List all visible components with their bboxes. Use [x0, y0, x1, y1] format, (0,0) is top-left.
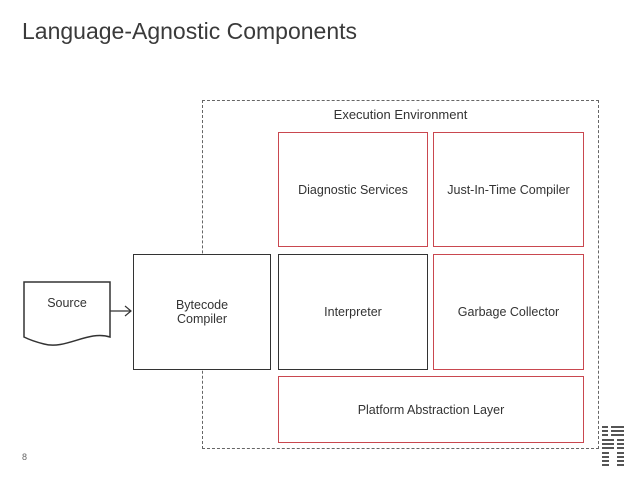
diagnostic-services-label: Diagnostic Services	[298, 182, 408, 197]
platform-abstraction-layer-label: Platform Abstraction Layer	[357, 402, 505, 417]
garbage-collector-box: Garbage Collector	[433, 254, 584, 370]
execution-environment-label: Execution Environment	[333, 107, 468, 122]
platform-abstraction-layer-box: Platform Abstraction Layer	[278, 376, 584, 443]
ibm-logo	[602, 425, 624, 467]
diagnostic-services-box: Diagnostic Services	[278, 132, 428, 247]
jit-compiler-box: Just-In-Time Compiler	[433, 132, 584, 247]
slide-title: Language-Agnostic Components	[22, 18, 358, 44]
page-number: 8	[22, 452, 28, 462]
arrow-head	[124, 305, 132, 317]
interpreter-box: Interpreter	[278, 254, 428, 370]
bytecode-compiler-label-line2: Compiler	[176, 312, 227, 326]
interpreter-label: Interpreter	[324, 305, 382, 319]
bytecode-compiler-box: Bytecode Compiler	[133, 254, 271, 370]
source-label: Source	[47, 296, 87, 310]
jit-compiler-label: Just-In-Time Compiler	[447, 182, 570, 197]
garbage-collector-label: Garbage Collector	[457, 305, 560, 319]
bytecode-compiler-label-line1: Bytecode	[175, 298, 229, 312]
